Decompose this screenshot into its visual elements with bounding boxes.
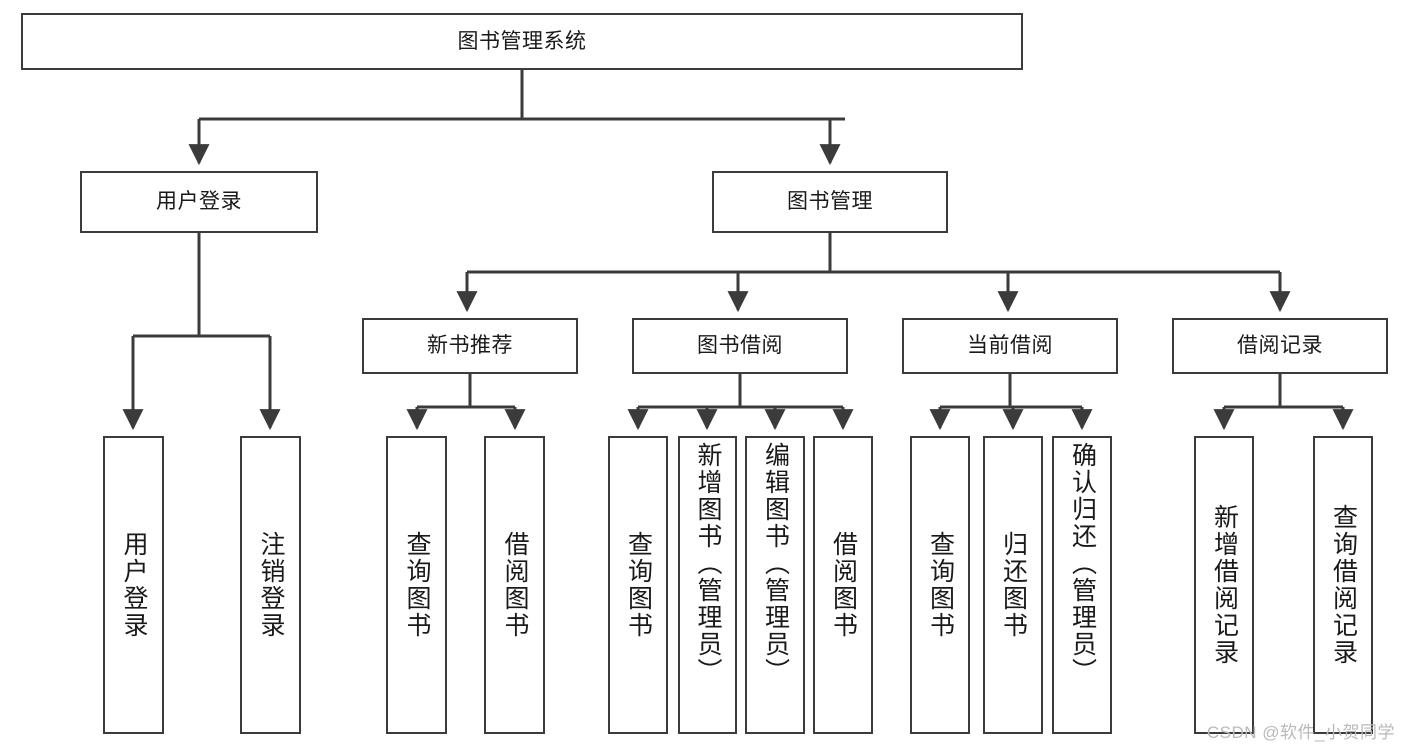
leaf-add-book-admin[interactable]: 新增图书（管理员） xyxy=(678,436,737,734)
node-label: 用户登录 xyxy=(120,531,148,639)
leaf-borrow-book-recommend[interactable]: 借阅图书 xyxy=(484,436,545,734)
node-book-borrow[interactable]: 图书借阅 xyxy=(632,318,848,374)
node-label: 编辑图书（管理员） xyxy=(761,442,790,685)
leaf-add-borrow-record[interactable]: 新增借阅记录 xyxy=(1194,436,1254,734)
node-current-borrow[interactable]: 当前借阅 xyxy=(902,318,1118,374)
node-label: 借阅记录 xyxy=(1237,334,1323,358)
watermark-text: CSDN @软件_小贺同学 xyxy=(1206,723,1395,742)
leaf-confirm-return-admin[interactable]: 确认归还（管理员） xyxy=(1052,436,1112,734)
node-label: 图书借阅 xyxy=(697,334,783,358)
leaf-logout[interactable]: 注销登录 xyxy=(240,436,301,734)
leaf-return-book[interactable]: 归还图书 xyxy=(983,436,1043,734)
node-label: 图书管理系统 xyxy=(457,29,587,53)
node-label: 注销登录 xyxy=(257,531,285,639)
leaf-query-book-current[interactable]: 查询图书 xyxy=(910,436,970,734)
node-label: 新增借阅记录 xyxy=(1210,504,1239,666)
node-label: 查询图书 xyxy=(624,531,653,639)
node-label: 查询图书 xyxy=(403,531,431,639)
node-label: 借阅图书 xyxy=(501,531,529,639)
node-borrow-records[interactable]: 借阅记录 xyxy=(1172,318,1388,374)
node-label: 借阅图书 xyxy=(829,531,858,639)
node-label: 当前借阅 xyxy=(967,334,1053,358)
node-label: 图书管理 xyxy=(787,190,873,214)
leaf-query-book-recommend[interactable]: 查询图书 xyxy=(386,436,447,734)
node-label: 查询图书 xyxy=(926,531,955,639)
leaf-user-login[interactable]: 用户登录 xyxy=(103,436,164,734)
node-book-management[interactable]: 图书管理 xyxy=(712,171,948,233)
leaf-lend-book[interactable]: 借阅图书 xyxy=(813,436,873,734)
node-root-system[interactable]: 图书管理系统 xyxy=(21,13,1023,70)
node-label: 确认归还（管理员） xyxy=(1068,442,1097,685)
node-label: 归还图书 xyxy=(999,531,1028,639)
node-label: 新增图书（管理员） xyxy=(694,442,722,685)
leaf-edit-book-admin[interactable]: 编辑图书（管理员） xyxy=(745,436,805,734)
node-new-book-recommend[interactable]: 新书推荐 xyxy=(362,318,578,374)
leaf-query-borrow-record[interactable]: 查询借阅记录 xyxy=(1313,436,1373,734)
node-user-login[interactable]: 用户登录 xyxy=(80,171,318,233)
node-label: 查询借阅记录 xyxy=(1329,504,1358,666)
leaf-query-book-borrow[interactable]: 查询图书 xyxy=(608,436,668,734)
node-label: 用户登录 xyxy=(156,190,242,214)
node-label: 新书推荐 xyxy=(427,334,513,358)
